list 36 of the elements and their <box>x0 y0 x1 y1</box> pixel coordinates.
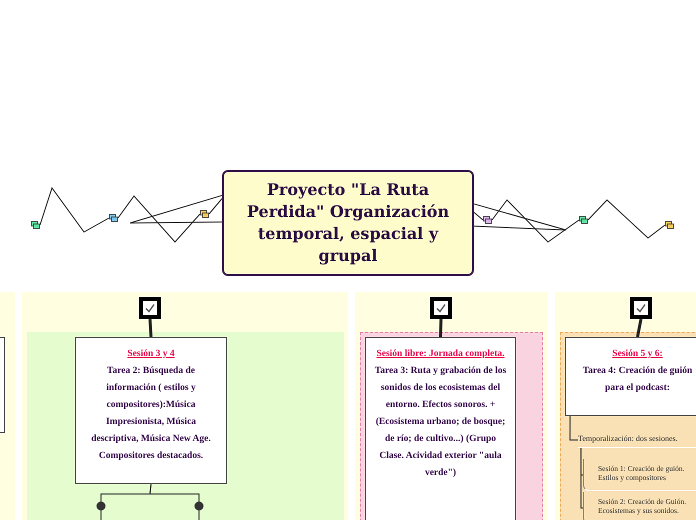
checkbox-icon <box>630 297 652 319</box>
subtopic-text: Temporalización: dos sesiones. <box>578 432 696 448</box>
topic-icon <box>200 210 209 218</box>
session-heading: Sesión 5 y 6: <box>612 348 663 361</box>
connector-line <box>439 318 442 338</box>
connector-line <box>118 195 200 243</box>
checkbox-icon <box>139 297 161 319</box>
session-heading: Sesión 3 y 4 <box>127 348 175 361</box>
session-heading: Sesión libre: Jornada completa. <box>376 348 505 361</box>
task-box <box>365 337 516 520</box>
connector-line <box>492 199 580 243</box>
connector-line <box>474 203 566 230</box>
task-text: Tarea 2: Búsqueda de información ( estilos y compositores):Música Impresionista, Música descriptiva, Música New Age. Compositores destacados. <box>90 365 212 463</box>
topic-icon <box>31 221 40 229</box>
connector-line <box>130 194 222 224</box>
topic-icon <box>109 214 118 222</box>
task-text: Tarea 3: Ruta y grabación de los sonidos de los ecosistemas del entorno. Efectos sonoros. +(Ecosistema urbano; de bosque; de río; de cultivo...) (Grupo Clase. Acividad exterior "aula verde") <box>374 365 507 480</box>
connector-line <box>636 318 642 338</box>
connector-line <box>40 186 110 233</box>
topic-icon <box>665 221 674 229</box>
connector-line <box>130 221 222 224</box>
connector-line <box>474 212 484 220</box>
connector-line <box>149 484 200 520</box>
connector-line <box>148 318 152 338</box>
connector-line <box>208 198 222 214</box>
connector-line <box>474 226 566 230</box>
connector-line <box>570 416 578 440</box>
central-topic-box: Proyecto "La Ruta Perdida" Organización temporal, espacial y grupal <box>222 170 474 276</box>
topic-icon <box>579 216 588 224</box>
task-box <box>565 337 696 416</box>
connector-line <box>580 448 584 508</box>
topic-icon <box>483 216 492 224</box>
checkbox-icon <box>430 297 452 319</box>
task-text: Tarea 4: Creación de guión para el podcast: <box>582 365 694 395</box>
connector-line <box>588 199 666 239</box>
task-box <box>75 337 227 484</box>
